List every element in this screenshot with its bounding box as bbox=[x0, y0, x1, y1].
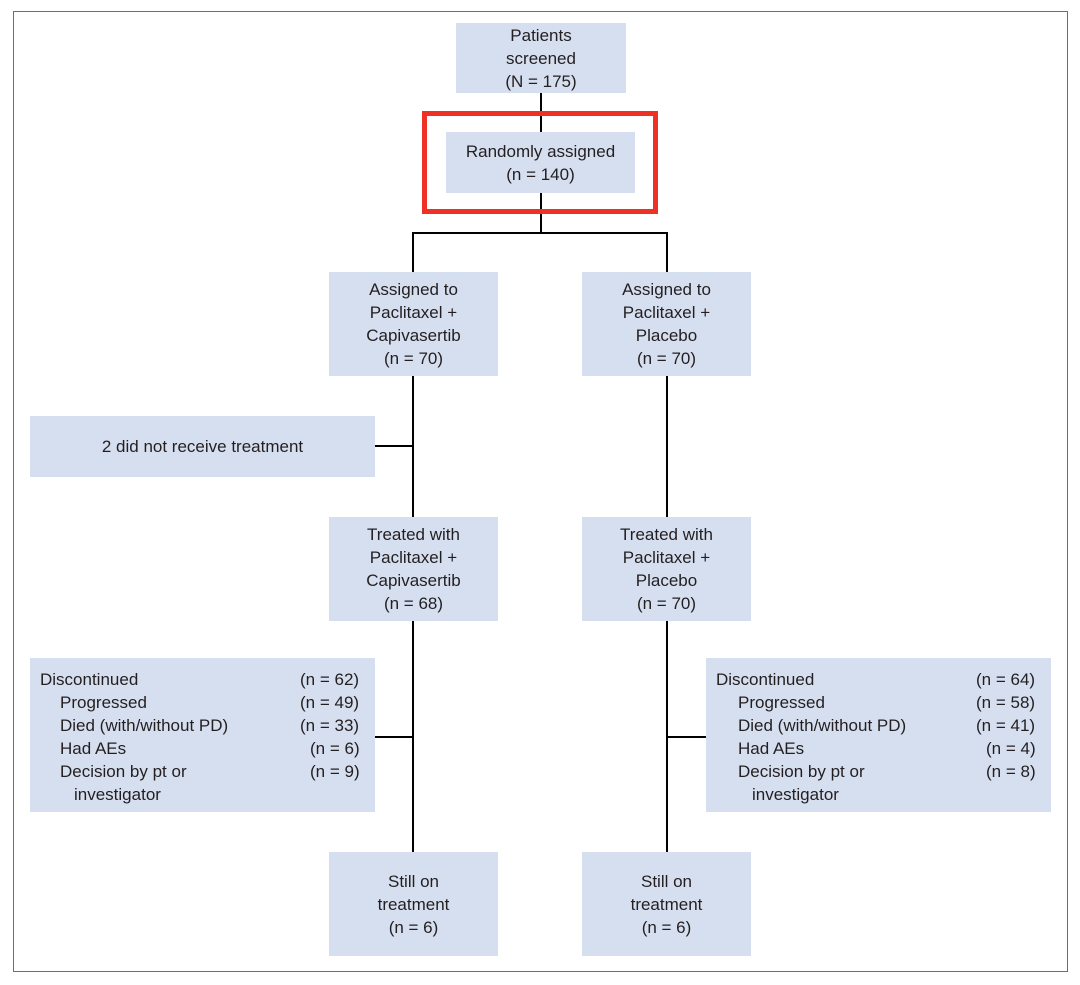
arm-a-still-on-line-2: treatment bbox=[377, 894, 450, 914]
screened-line-3: (N = 175) bbox=[505, 71, 577, 91]
arm-b-assigned-line-4: (n = 70) bbox=[636, 349, 697, 368]
arm-a-reason-row: Decision by pt or (n = 9) bbox=[30, 760, 375, 783]
arm-b-still-on-box: Still on treatment (n = 6) bbox=[582, 852, 751, 956]
connector-arm-b-down bbox=[666, 232, 668, 272]
arm-b-discontinued-box: Discontinued (n = 64) Progressed (n = 58… bbox=[706, 658, 1051, 812]
arm-a-reason-label: Had AEs bbox=[60, 739, 127, 758]
arm-a-excluded-text: 2 did not receive treatment bbox=[101, 437, 304, 456]
connector-arm-b-assigned-to-treated bbox=[666, 376, 668, 517]
arm-b-reason-row: Decision by pt or (n = 8) bbox=[706, 760, 1051, 783]
arm-a-reason-row: investigator bbox=[30, 783, 375, 806]
arm-b-reason-count: (n = 8) bbox=[986, 762, 1036, 781]
arm-b-assigned-line-1: Assigned to bbox=[622, 280, 711, 299]
arm-b-discontinued-label: Discontinued bbox=[716, 670, 815, 689]
arm-b-discontinued-count: (n = 64) bbox=[976, 670, 1036, 689]
connector-arm-a-discontinued bbox=[375, 736, 413, 738]
arm-a-reason-label: investigator bbox=[74, 785, 161, 804]
arm-a-treated-line-4: (n = 68) bbox=[383, 594, 444, 613]
randomized-line-2: (n = 140) bbox=[506, 164, 575, 184]
screened-line-1: Patients bbox=[510, 25, 572, 45]
arm-b-still-on-line-3: (n = 6) bbox=[641, 917, 692, 937]
arm-a-treated-line-2: Paclitaxel + bbox=[369, 548, 458, 567]
arm-a-reason-count: (n = 6) bbox=[310, 739, 360, 758]
arm-a-treated-line-1: Treated with bbox=[367, 525, 460, 544]
arm-b-reason-row: investigator bbox=[706, 783, 1051, 806]
arm-a-still-on-box: Still on treatment (n = 6) bbox=[329, 852, 498, 956]
connector-split-horizontal bbox=[412, 232, 668, 234]
arm-b-reason-count: (n = 41) bbox=[976, 716, 1036, 735]
connector-arm-a-down bbox=[412, 232, 414, 272]
arm-a-reason-row: Progressed (n = 49) bbox=[30, 691, 375, 714]
arm-b-still-on-line-2: treatment bbox=[630, 894, 703, 914]
arm-a-assigned-line-2: Paclitaxel + bbox=[369, 303, 458, 322]
arm-a-reason-label: Decision by pt or bbox=[60, 762, 187, 781]
arm-a-reason-row: Had AEs (n = 6) bbox=[30, 737, 375, 760]
arm-a-reason-label: Progressed bbox=[60, 693, 147, 712]
arm-b-still-on-line-1: Still on bbox=[640, 871, 693, 891]
arm-b-treated-line-4: (n = 70) bbox=[636, 594, 697, 613]
arm-a-assigned-line-3: Capivasertib bbox=[366, 326, 461, 345]
arm-b-reason-row: Progressed (n = 58) bbox=[706, 691, 1051, 714]
arm-a-reason-count: (n = 9) bbox=[310, 762, 360, 781]
arm-a-discontinued-box: Discontinued (n = 62) Progressed (n = 49… bbox=[30, 658, 375, 812]
arm-a-discontinued-count: (n = 62) bbox=[300, 670, 360, 689]
arm-b-treated-line-2: Paclitaxel + bbox=[622, 548, 711, 567]
arm-b-reason-row: Had AEs (n = 4) bbox=[706, 737, 1051, 760]
arm-b-treated-line-3: Placebo bbox=[635, 571, 698, 590]
arm-b-assigned-line-3: Placebo bbox=[635, 326, 698, 345]
arm-b-reason-label: Died (with/without PD) bbox=[738, 716, 907, 735]
connector-arm-a-excluded bbox=[375, 445, 413, 447]
arm-b-treated-box: Treated with Paclitaxel + Placebo (n = 7… bbox=[582, 517, 751, 621]
arm-b-reason-label: investigator bbox=[752, 785, 839, 804]
arm-a-discontinued-label: Discontinued bbox=[40, 670, 139, 689]
arm-a-reason-label: Died (with/without PD) bbox=[60, 716, 229, 735]
screened-box: Patients screened (N = 175) bbox=[456, 23, 626, 93]
diagram-frame bbox=[13, 11, 1068, 972]
arm-a-reason-row: Died (with/without PD) (n = 33) bbox=[30, 714, 375, 737]
randomized-box: Randomly assigned (n = 140) bbox=[446, 132, 635, 193]
arm-a-discontinued-row: Discontinued (n = 62) bbox=[30, 668, 375, 691]
arm-b-reason-label: Had AEs bbox=[738, 739, 805, 758]
arm-b-assigned-box: Assigned to Paclitaxel + Placebo (n = 70… bbox=[582, 272, 751, 376]
arm-b-reason-count: (n = 58) bbox=[976, 693, 1036, 712]
arm-b-reason-count: (n = 4) bbox=[986, 739, 1036, 758]
arm-a-excluded-box: 2 did not receive treatment bbox=[30, 416, 375, 477]
arm-b-assigned-line-2: Paclitaxel + bbox=[622, 303, 711, 322]
arm-a-treated-line-3: Capivasertib bbox=[366, 571, 461, 590]
arm-a-still-on-line-1: Still on bbox=[387, 871, 440, 891]
arm-a-assigned-box: Assigned to Paclitaxel + Capivasertib (n… bbox=[329, 272, 498, 376]
connector-arm-b-discontinued bbox=[667, 736, 706, 738]
arm-a-reason-count: (n = 33) bbox=[300, 716, 360, 735]
connector-arm-a-assigned-to-treated bbox=[412, 376, 414, 517]
arm-b-discontinued-row: Discontinued (n = 64) bbox=[706, 668, 1051, 691]
arm-a-reason-count: (n = 49) bbox=[300, 693, 360, 712]
highlight-frame bbox=[422, 111, 658, 214]
arm-b-treated-line-1: Treated with bbox=[620, 525, 713, 544]
arm-a-assigned-line-4: (n = 70) bbox=[383, 349, 444, 368]
arm-a-still-on-line-3: (n = 6) bbox=[388, 917, 439, 937]
arm-b-reason-label: Decision by pt or bbox=[738, 762, 865, 781]
connector-arm-a-treated-to-still bbox=[412, 621, 414, 852]
arm-a-treated-box: Treated with Paclitaxel + Capivasertib (… bbox=[329, 517, 498, 621]
arm-b-reason-label: Progressed bbox=[738, 693, 825, 712]
arm-a-assigned-line-1: Assigned to bbox=[369, 280, 458, 299]
randomized-line-1: Randomly assigned bbox=[465, 141, 616, 161]
arm-b-reason-row: Died (with/without PD) (n = 41) bbox=[706, 714, 1051, 737]
screened-line-2: screened bbox=[506, 48, 576, 68]
